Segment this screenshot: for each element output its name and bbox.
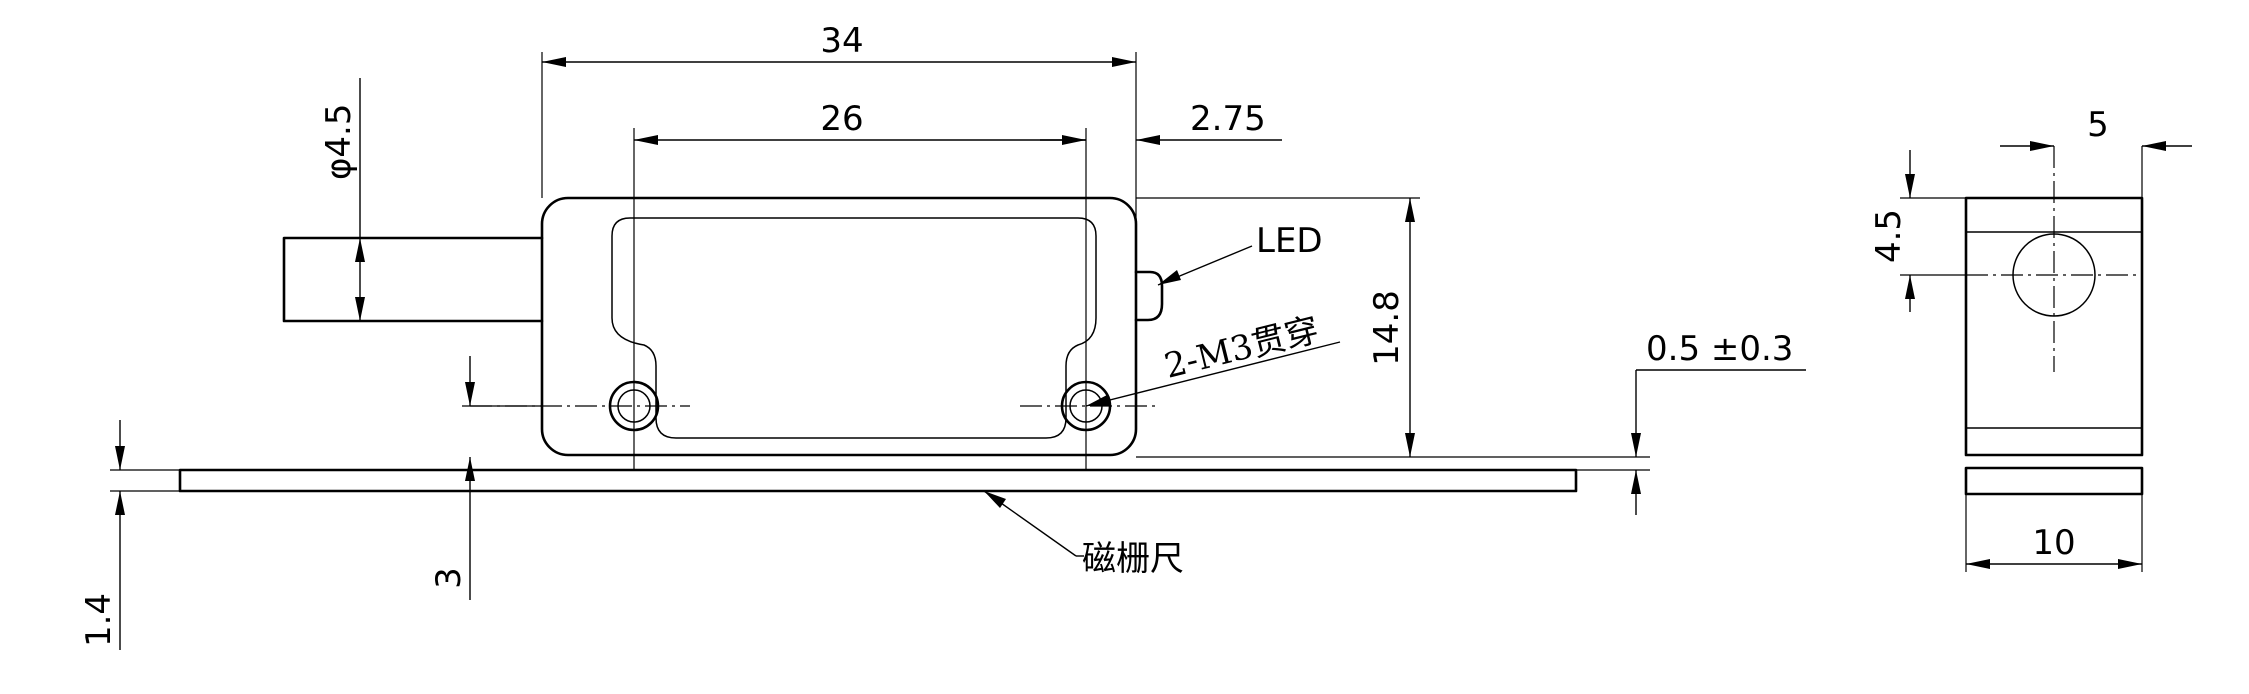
magnetic-scale-strip [178, 468, 1578, 493]
front-view: 34 26 2.75 φ4.5 14.8 [79, 21, 1806, 650]
dim-hole-height: 3 [429, 356, 475, 600]
dim-cable-diameter: φ4.5 [319, 78, 365, 321]
dim-label-26: 26 [820, 99, 863, 139]
dim-label-0-5: 0.5 ±0.3 [1646, 329, 1793, 369]
leader-mount-holes: 2-M3贯穿 [1085, 310, 1341, 407]
dim-side-hole-height: 4.5 [1869, 150, 1915, 312]
dim-hole-spacing: 26 [634, 99, 1086, 145]
side-scale-strip [1964, 466, 2144, 496]
magnetic-scale-label: 磁栅尺 [1082, 539, 1184, 579]
leader-magnetic-scale: 磁栅尺 [983, 490, 1184, 579]
dim-label-34: 34 [820, 21, 863, 61]
dim-scale-thickness: 1.4 [79, 420, 125, 650]
led-indicator [1134, 270, 1164, 322]
dim-label-1-4: 1.4 [79, 593, 119, 647]
dim-label-5: 5 [2087, 105, 2109, 145]
dim-edge-offset: 2.75 [1040, 99, 1282, 145]
dim-label-3: 3 [429, 567, 469, 589]
dim-side-width: 5 [2000, 105, 2192, 151]
dim-total-width: 34 [542, 21, 1136, 67]
dim-label-14-8: 14.8 [1367, 290, 1407, 366]
sensor-body [540, 196, 1138, 457]
dim-height: 14.8 [1367, 198, 1415, 457]
inner-window [611, 217, 1097, 439]
dim-label-10: 10 [2032, 523, 2075, 563]
cable [282, 236, 544, 323]
dim-air-gap: 0.5 ±0.3 [1631, 329, 1806, 515]
leader-led: LED [1157, 221, 1323, 286]
dim-side-total-width: 10 [1966, 523, 2142, 569]
dim-label-phi-4-5: φ4.5 [319, 104, 359, 181]
side-view: 5 4.5 10 [1869, 105, 2192, 572]
dim-label-side-4-5: 4.5 [1869, 209, 1909, 263]
dim-label-2-75: 2.75 [1190, 99, 1266, 139]
mount-holes-label: 2-M3贯穿 [1161, 310, 1324, 387]
led-label: LED [1256, 221, 1323, 261]
